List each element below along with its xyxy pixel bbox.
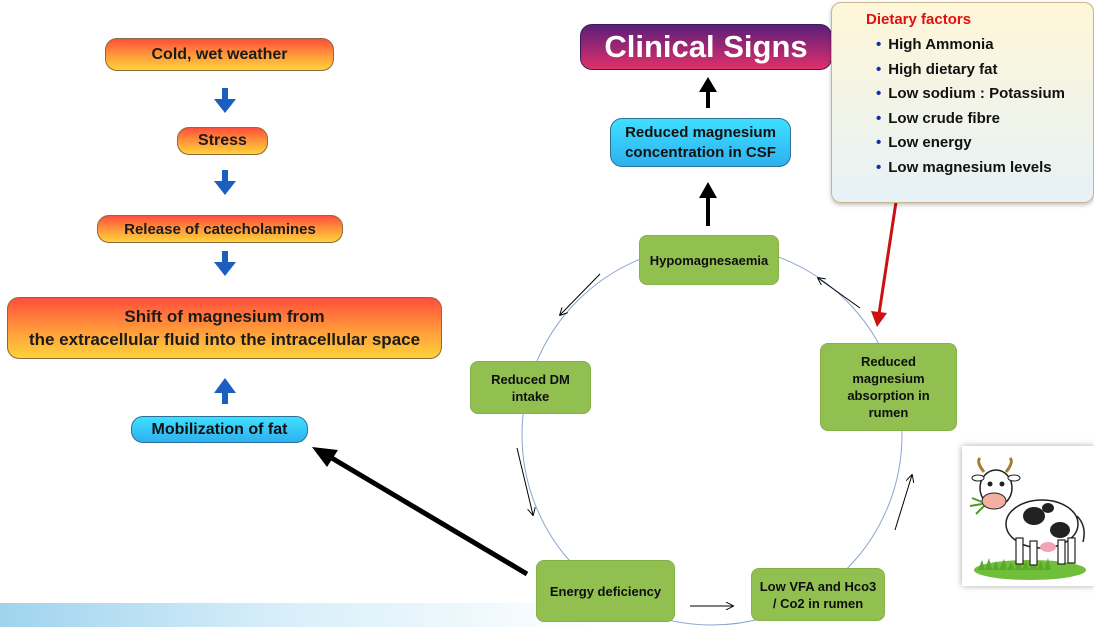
up-arrow-icon <box>699 182 717 226</box>
shift-magnesium-box: Shift of magnesium from the extracellula… <box>7 297 442 359</box>
hypomagnesaemia-box: Hypomagnesaemia <box>639 235 779 285</box>
bullet-icon: • <box>876 36 882 53</box>
thin-arrow-icon <box>516 447 533 515</box>
thin-arrow-icon <box>818 278 861 309</box>
cold-weather-box: Cold, wet weather <box>105 38 334 71</box>
long-arrow-icon <box>312 447 529 577</box>
cold-weather-label: Cold, wet weather <box>151 45 288 63</box>
dietary-factors-box: Dietary factors •High Ammonia •High diet… <box>831 2 1094 203</box>
mobilization-fat-label: Mobilization of fat <box>151 420 288 438</box>
clinical-signs-title: Clinical Signs <box>604 29 808 64</box>
up-arrow-icon <box>214 378 236 404</box>
down-arrow-icon <box>214 170 236 195</box>
reduced-dm-box: Reduced DM intake <box>470 361 591 414</box>
dietary-factor-item: •Low crude fibre <box>876 109 1000 127</box>
bullet-icon: • <box>876 60 882 78</box>
dietary-factor-item: •High dietary fat <box>876 60 998 78</box>
dietary-factor-item: •High Ammonia <box>876 36 994 53</box>
low-vfa-box: Low VFA and Hco3 / Co2 in rumen <box>751 568 885 621</box>
dietary-factor-item: •Low sodium : Potassium <box>876 85 1065 102</box>
dietary-factors-list: •High Ammonia •High dietary fat •Low sod… <box>866 33 1093 180</box>
dietary-factor-item: •Low magnesium levels <box>876 158 1052 176</box>
mobilization-fat-box: Mobilization of fat <box>131 416 308 443</box>
catecholamines-label: Release of catecholamines <box>124 220 316 238</box>
down-arrow-icon <box>214 251 236 276</box>
stress-box: Stress <box>177 127 268 155</box>
energy-deficiency-box: Energy deficiency <box>536 560 675 622</box>
up-arrow-icon <box>699 77 717 108</box>
stress-label: Stress <box>198 132 247 149</box>
shift-line-1: Shift of magnesium from <box>124 307 325 326</box>
thin-arrow-icon <box>894 475 912 531</box>
clinical-signs-box: Clinical Signs <box>580 24 832 70</box>
reduced-absorption-box: Reduced magnesium absorption in rumen <box>820 343 957 431</box>
dietary-factor-item: •Low energy <box>876 134 972 151</box>
energy-deficiency-label: Energy deficiency <box>549 583 662 599</box>
bullet-icon: • <box>876 109 882 127</box>
csf-box: Reduced magnesium concentration in CSF <box>610 118 791 167</box>
catecholamines-box: Release of catecholamines <box>97 215 343 243</box>
thin-arrow-icon <box>560 273 601 315</box>
bullet-icon: • <box>876 158 882 176</box>
cow-illustration <box>962 446 1094 586</box>
csf-line-2: concentration in CSF <box>625 143 776 161</box>
cow-icon <box>969 456 1086 580</box>
red-arrow-icon <box>871 201 898 327</box>
hypomagnesaemia-label: Hypomagnesaemia <box>649 252 769 268</box>
bullet-icon: • <box>876 85 882 102</box>
bullet-icon: • <box>876 134 882 151</box>
csf-line-1: Reduced magnesium <box>625 123 776 141</box>
shift-line-2: the extracellular fluid into the intrace… <box>28 330 421 349</box>
down-arrow-icon <box>214 88 236 113</box>
dietary-factors-title: Dietary factors <box>866 11 972 28</box>
